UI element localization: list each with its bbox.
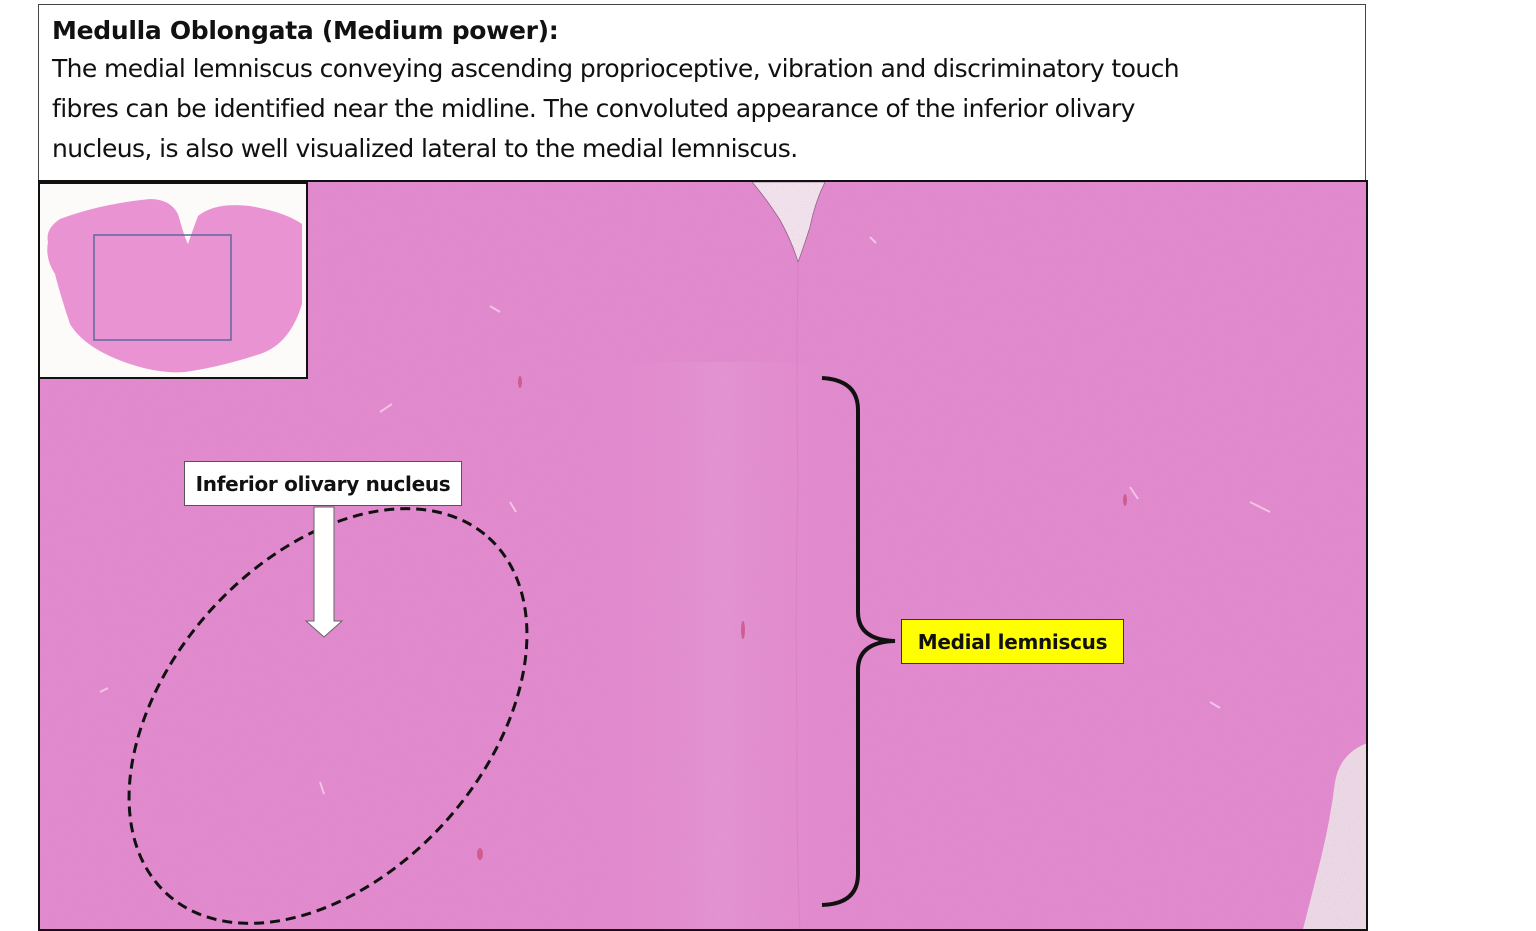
caption-body: The medial lemniscus conveying ascending… [52,49,1365,169]
roi-box [93,234,232,341]
caption-title: Medulla Oblongata (Medium power): [52,16,559,45]
page-margin [1368,180,1536,931]
caption-line: The medial lemniscus conveying ascending… [52,54,1180,83]
caption-line: nucleus, is also well visualized lateral… [52,134,798,163]
overview-thumbnail [47,199,302,373]
inferior-olivary-nucleus-label: Inferior olivary nucleus [184,461,462,506]
caption-box: Medulla Oblongata (Medium power): The me… [38,4,1366,180]
medial-lemniscus-label: Medial lemniscus [901,619,1124,664]
overview-inset [38,182,308,379]
caption-line: fibres can be identified near the midlin… [52,94,1135,123]
